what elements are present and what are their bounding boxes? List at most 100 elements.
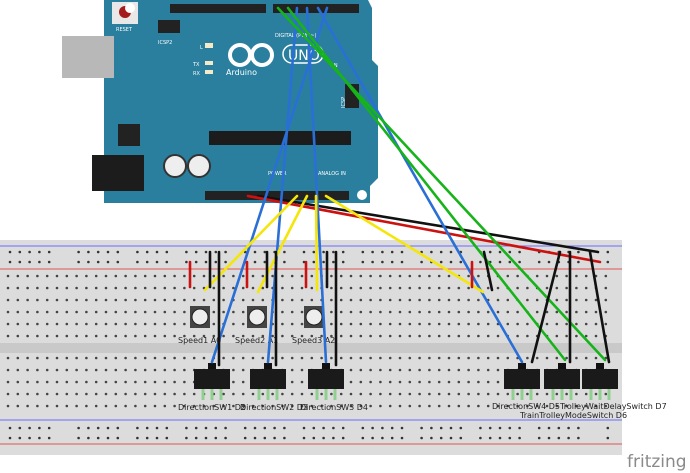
terminal-hole bbox=[330, 298, 333, 302]
terminal-hole bbox=[290, 334, 294, 338]
terminal-hole bbox=[575, 404, 578, 408]
terminal-hole bbox=[271, 356, 274, 360]
terminal-hole bbox=[516, 392, 519, 396]
terminal-hole bbox=[379, 286, 382, 290]
terminal-hole bbox=[16, 298, 20, 302]
terminal-hole bbox=[232, 404, 235, 408]
terminal-hole bbox=[153, 380, 157, 384]
rail-hole bbox=[518, 426, 521, 430]
switch-pin bbox=[589, 389, 593, 400]
terminal-hole bbox=[467, 274, 470, 278]
terminal-hole bbox=[379, 356, 382, 360]
terminal-hole bbox=[526, 286, 529, 290]
terminal-hole bbox=[153, 274, 157, 278]
rail-hole bbox=[253, 260, 257, 264]
switch-pin bbox=[324, 389, 328, 400]
rail-hole bbox=[263, 426, 267, 430]
switch-pin bbox=[607, 389, 611, 400]
terminal-hole bbox=[437, 322, 441, 326]
terminal-hole bbox=[437, 368, 441, 372]
terminal-hole bbox=[143, 298, 147, 302]
voltage-regulator bbox=[118, 124, 140, 146]
terminal-hole bbox=[516, 322, 519, 326]
terminal-hole bbox=[310, 286, 314, 290]
terminal-hole bbox=[369, 274, 372, 278]
terminal-hole bbox=[153, 334, 157, 338]
rail-hole bbox=[273, 436, 276, 440]
terminal-hole bbox=[408, 392, 412, 396]
switch-label: DirectionSW3 D4 bbox=[300, 403, 368, 412]
terminal-hole bbox=[388, 286, 392, 290]
terminal-hole bbox=[281, 322, 284, 326]
terminal-hole bbox=[300, 380, 304, 384]
rail-hole bbox=[155, 260, 159, 264]
terminal-hole bbox=[379, 298, 382, 302]
terminal-hole bbox=[408, 356, 412, 360]
rail-hole bbox=[106, 260, 110, 264]
rail-hole bbox=[185, 250, 188, 254]
icsp2-header bbox=[158, 20, 180, 33]
switch-body bbox=[582, 369, 618, 389]
terminal-hole bbox=[36, 392, 39, 396]
terminal-hole bbox=[143, 368, 147, 372]
terminal-hole bbox=[271, 334, 274, 338]
terminal-hole bbox=[320, 334, 323, 338]
breadboard-holes bbox=[6, 250, 610, 440]
rail-hole bbox=[557, 426, 561, 430]
terminal-hole bbox=[526, 392, 529, 396]
rail-hole bbox=[47, 250, 51, 254]
terminal-hole bbox=[124, 310, 127, 314]
terminal-hole bbox=[467, 310, 470, 314]
terminal-hole bbox=[114, 380, 118, 384]
rail-hole bbox=[420, 426, 423, 430]
terminal-hole bbox=[36, 368, 39, 372]
terminal-hole bbox=[75, 322, 78, 326]
terminal-hole bbox=[428, 310, 431, 314]
terminal-hole bbox=[45, 392, 49, 396]
terminal-hole bbox=[594, 356, 598, 360]
terminal-hole bbox=[467, 334, 470, 338]
terminal-hole bbox=[594, 404, 598, 408]
terminal-hole bbox=[251, 404, 255, 408]
rail-hole bbox=[302, 426, 306, 430]
rail-hole bbox=[96, 436, 100, 440]
rail-hole bbox=[47, 426, 51, 430]
rail-hole bbox=[439, 426, 443, 430]
terminal-hole bbox=[241, 310, 245, 314]
terminal-hole bbox=[94, 274, 98, 278]
terminal-hole bbox=[75, 298, 78, 302]
terminal-hole bbox=[65, 334, 69, 338]
rail-hole bbox=[508, 250, 512, 254]
terminal-hole bbox=[457, 298, 461, 302]
rail-hole bbox=[449, 426, 453, 430]
rail-hole bbox=[537, 260, 541, 264]
terminal-hole bbox=[241, 380, 245, 384]
terminal-hole bbox=[75, 392, 78, 396]
rail-hole bbox=[371, 260, 374, 264]
rail-hole bbox=[508, 426, 512, 430]
rail-hole bbox=[518, 250, 521, 254]
terminal-hole bbox=[339, 322, 343, 326]
terminal-hole bbox=[6, 380, 10, 384]
terminal-hole bbox=[241, 298, 245, 302]
terminal-hole bbox=[212, 322, 216, 326]
terminal-hole bbox=[506, 298, 510, 302]
rail-hole bbox=[283, 250, 286, 254]
terminal-hole bbox=[457, 356, 461, 360]
terminal-hole bbox=[447, 392, 451, 396]
switch-slider bbox=[322, 363, 330, 370]
terminal-hole bbox=[261, 392, 265, 396]
terminal-hole bbox=[575, 274, 578, 278]
terminal-hole bbox=[6, 404, 10, 408]
rail-hole bbox=[390, 436, 394, 440]
mount-hole bbox=[125, 3, 135, 13]
rail-hole bbox=[116, 436, 120, 440]
terminal-hole bbox=[124, 404, 127, 408]
terminal-hole bbox=[408, 286, 412, 290]
rail-hole bbox=[312, 426, 316, 430]
terminal-hole bbox=[418, 356, 421, 360]
fritzing-logo: fritzing bbox=[627, 452, 687, 472]
terminal-hole bbox=[349, 274, 353, 278]
terminal-hole bbox=[477, 404, 480, 408]
terminal-hole bbox=[388, 334, 392, 338]
